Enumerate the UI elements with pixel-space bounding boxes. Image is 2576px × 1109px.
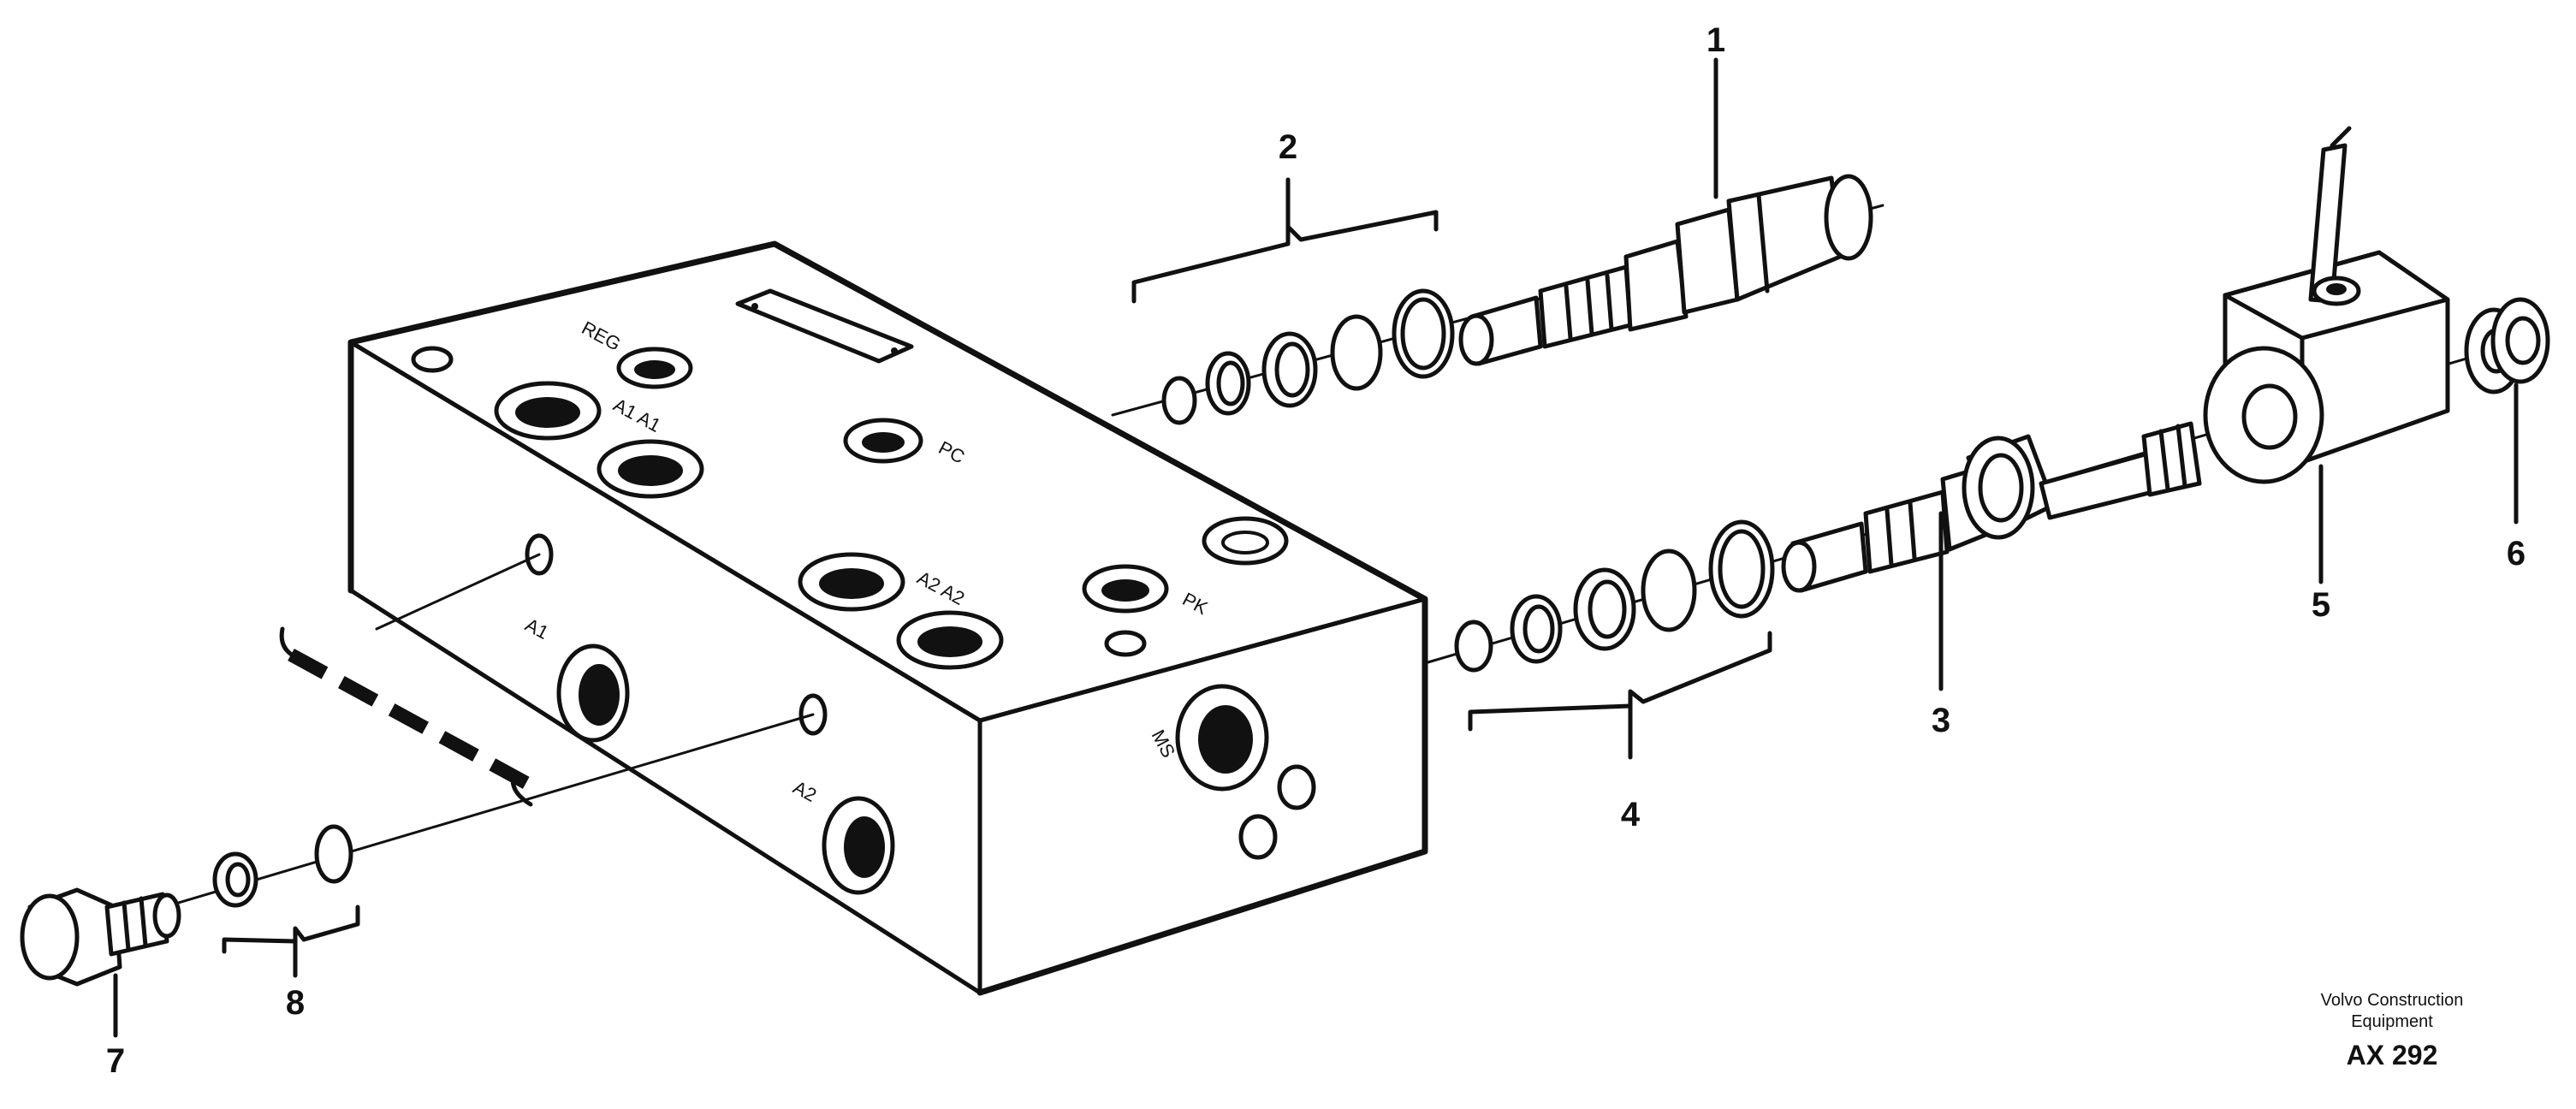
small-bore-top <box>411 346 1147 657</box>
callout-4: 4 <box>1621 796 1641 833</box>
callout-6: 6 <box>2507 535 2526 572</box>
drawing-code: AX 292 <box>2347 1040 2438 1070</box>
port-a2-side <box>822 796 895 895</box>
port-a1-upper <box>494 381 602 441</box>
seal-kit-2 <box>1161 288 1455 425</box>
port-reg <box>616 347 693 389</box>
port-plug-top <box>1202 516 1289 566</box>
plug-right-face <box>1238 764 1316 860</box>
port-pc <box>843 418 923 464</box>
port-a1-lower <box>597 439 704 499</box>
brand-line-1: Volvo Construction <box>2321 991 2464 1010</box>
port-ms <box>1175 684 1269 792</box>
callout-8: 8 <box>286 984 305 1022</box>
solenoid-coil-5 <box>2203 143 2450 484</box>
callout-2: 2 <box>1279 128 1297 166</box>
seal-kit-4 <box>1454 519 1775 673</box>
cartridge-valve-1 <box>1458 174 1873 366</box>
seal-kit-8 <box>212 824 353 908</box>
cartridge-valve-3 <box>1781 421 2202 593</box>
nameplate <box>735 288 914 364</box>
port-a2-lower <box>896 610 1004 670</box>
solenoid-wire <box>2330 126 2352 148</box>
nut-6 <box>2464 297 2550 394</box>
callout-5: 5 <box>2312 586 2330 624</box>
port-a2-upper <box>798 552 905 612</box>
port-pk <box>1082 564 1169 614</box>
leader-lines <box>113 57 2519 1038</box>
callout-1: 1 <box>1706 21 1725 59</box>
callout-3: 3 <box>1932 702 1950 739</box>
plug-7 <box>20 887 181 987</box>
port-a1-side <box>556 643 630 743</box>
callout-7: 7 <box>106 1042 125 1080</box>
brand-line-2: Equipment <box>2351 1012 2433 1031</box>
